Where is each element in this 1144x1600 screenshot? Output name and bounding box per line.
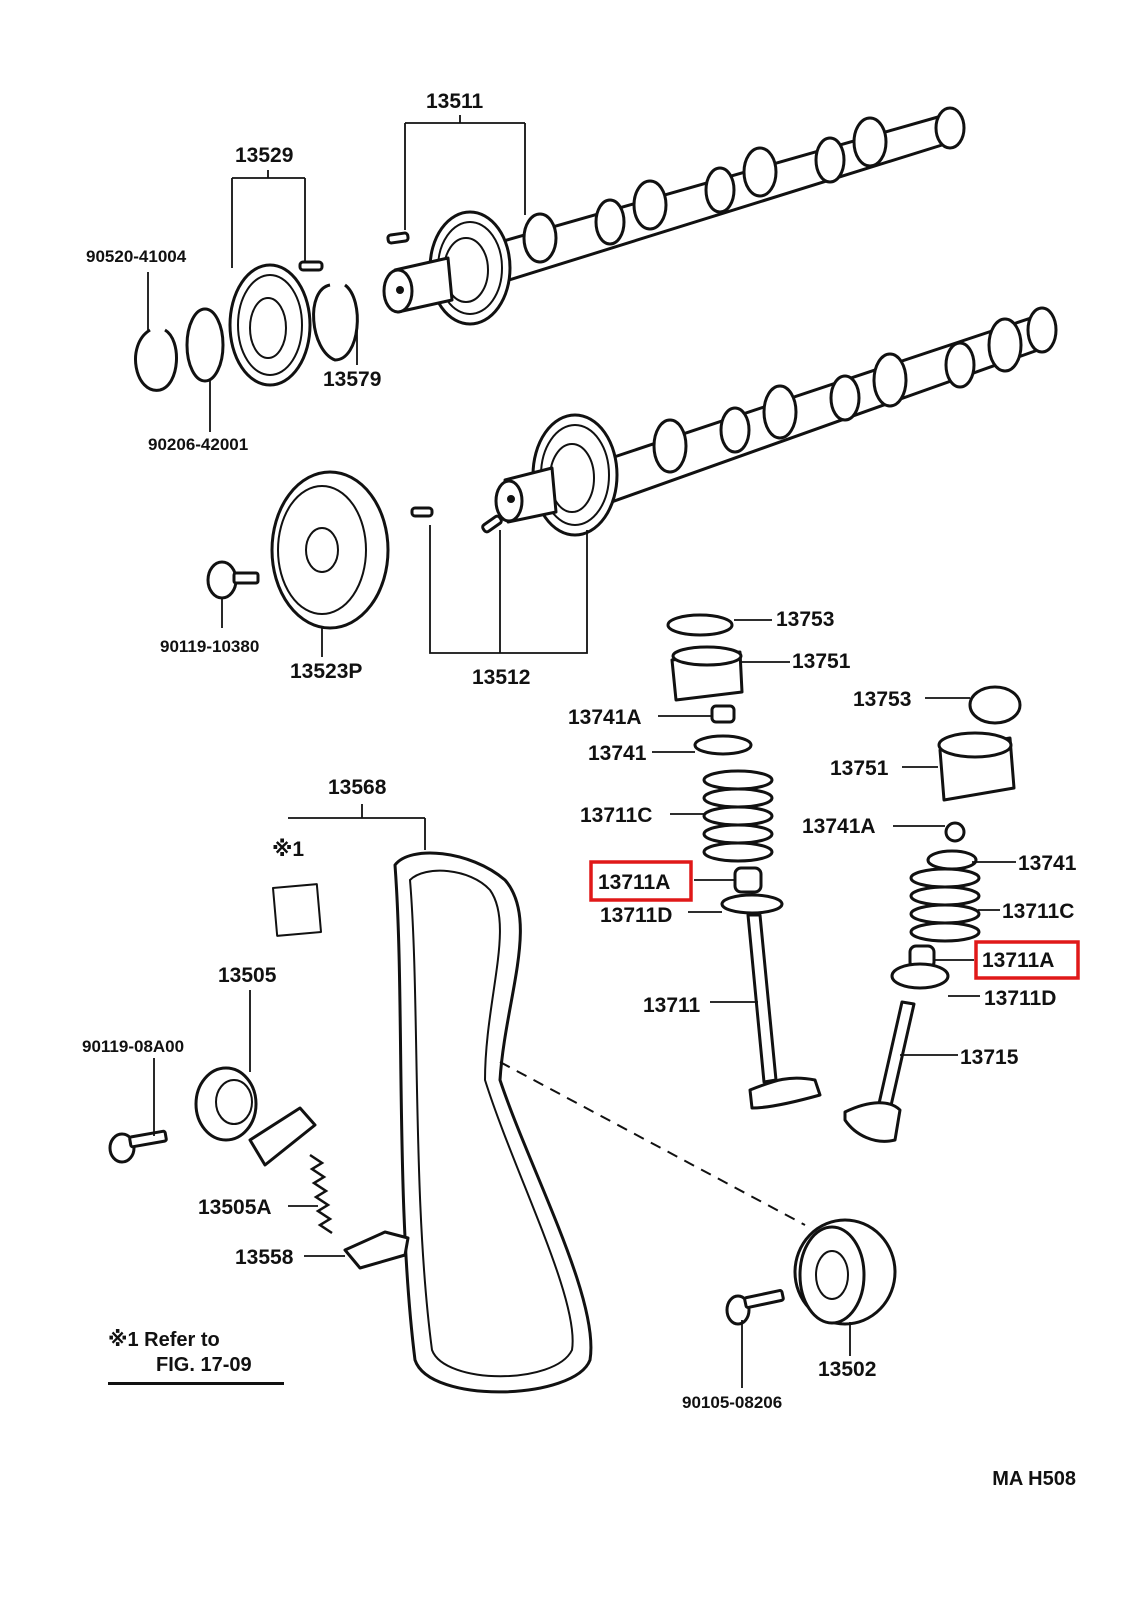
camshaft-13512: [494, 306, 1058, 537]
label-13711A-b: 13711A: [982, 949, 1054, 972]
label-13505: 13505: [218, 964, 277, 987]
gear-13529: [228, 263, 312, 387]
label-13751-b: 13751: [830, 757, 889, 780]
label-13523P: 13523P: [290, 660, 362, 683]
label-13511: 13511: [426, 90, 484, 113]
label-13505A: 13505A: [198, 1196, 272, 1219]
label-90206-42001: 90206-42001: [148, 435, 248, 454]
pulley-13523P: [270, 470, 390, 630]
leader-lines: [147, 115, 1016, 1388]
label-13741A-b: 13741A: [802, 815, 876, 838]
label-90520-41004: 90520-41004: [86, 247, 187, 266]
timing-belt-13568: [393, 851, 593, 1394]
o-ring-90206: [185, 307, 225, 383]
label-13711C-b: 13711C: [1002, 900, 1074, 923]
idler-13502: [793, 1218, 897, 1326]
camshaft-13511: [382, 106, 966, 326]
label-90119-10380: 90119-10380: [160, 637, 259, 656]
label-13741A-a: 13741A: [568, 706, 642, 729]
bracket-13558: [343, 1230, 410, 1270]
dashed-centerline: [499, 1061, 806, 1226]
reference-note-line1: ※1 Refer to: [108, 1329, 220, 1351]
tensioner-13505: [194, 1066, 317, 1167]
label-13753-a: 13753: [776, 608, 834, 631]
label-13512: 13512: [472, 666, 530, 689]
label-13711C-a: 13711C: [580, 804, 652, 827]
valve-assembly-1: [666, 613, 822, 1110]
label-13502: 13502: [818, 1358, 876, 1381]
label-13579: 13579: [323, 368, 381, 391]
highlight-box-13711a-right: [974, 940, 1080, 980]
label-13711D-a: 13711D: [600, 904, 672, 927]
label-13751-a: 13751: [792, 650, 851, 673]
label-90105-08206: 90105-08206: [682, 1393, 782, 1412]
highlight-box-13711a-left: [589, 860, 693, 902]
label-13529: 13529: [235, 144, 293, 167]
bolt-90119-08A00: [108, 1129, 168, 1164]
snap-ring-13579: [312, 283, 359, 362]
label-90119-08A00: 90119-08A00: [82, 1037, 184, 1056]
label-13753-b: 13753: [853, 688, 911, 711]
label-13741-a: 13741: [588, 742, 647, 765]
label-13711D-b: 13711D: [984, 987, 1056, 1010]
label-ref-mark: ※1: [272, 838, 304, 861]
snap-ring-90520: [134, 328, 178, 392]
label-13568: 13568: [328, 776, 387, 799]
spring-13505A: [309, 1153, 333, 1235]
bolt-90119-10380: [206, 560, 260, 600]
reference-note: ※1 Refer to FIG. 17-09: [108, 1328, 284, 1385]
figure-code: MA H508: [992, 1468, 1076, 1490]
ref-card: [271, 883, 323, 937]
label-13715: 13715: [960, 1046, 1019, 1069]
bolt-90105-08206: [725, 1289, 785, 1326]
label-13741-b: 13741: [1018, 852, 1077, 875]
label-13711: 13711: [643, 994, 701, 1017]
label-13711A-a: 13711A: [598, 871, 670, 894]
valve-assembly-2: [843, 685, 1022, 1143]
reference-note-line2: FIG. 17-09: [156, 1354, 252, 1376]
label-13558: 13558: [235, 1246, 294, 1269]
